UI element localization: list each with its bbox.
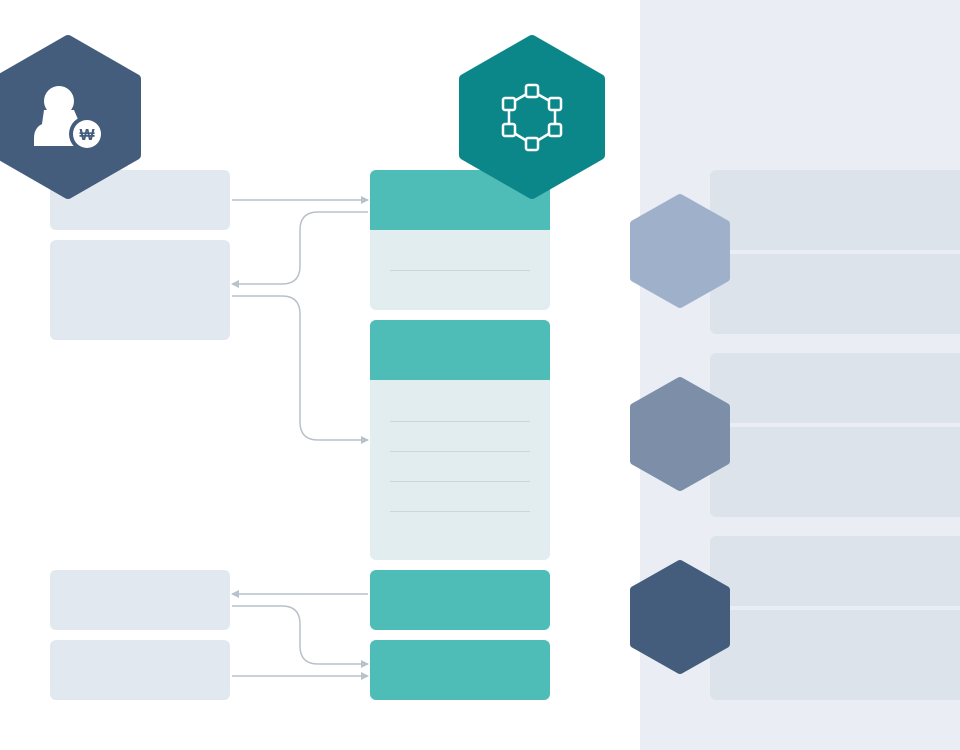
right-box-3a (710, 536, 960, 606)
user-currency-icon: ₩ (34, 86, 105, 152)
hexagon-light (630, 194, 730, 308)
left-box-4 (50, 640, 230, 700)
currency-symbol: ₩ (79, 127, 95, 144)
left-box-2 (50, 240, 230, 340)
connector-box3-to-block4 (232, 605, 369, 668)
card-line (390, 451, 530, 452)
right-box-2a (710, 353, 960, 423)
right-box-3b (710, 610, 960, 700)
card-line (390, 511, 530, 512)
left-box-3 (50, 570, 230, 630)
connector-card1-to-box2 (231, 211, 368, 288)
right-box-2b (710, 427, 960, 517)
card-line (390, 481, 530, 482)
middle-block-4 (370, 640, 550, 700)
network-nodes-icon (501, 83, 563, 152)
network-hexagon (459, 35, 605, 199)
right-box-1a (710, 170, 960, 250)
hexagon-dark (630, 560, 730, 674)
connectors (231, 196, 369, 680)
middle-card-2 (370, 320, 550, 560)
right-box-1b (710, 254, 960, 334)
middle-card-2-header (370, 320, 550, 380)
connector-box2-to-card2 (232, 295, 369, 444)
card-line (390, 270, 530, 271)
card-line (390, 421, 530, 422)
middle-block-3 (370, 570, 550, 630)
hexagon-medium (630, 377, 730, 491)
